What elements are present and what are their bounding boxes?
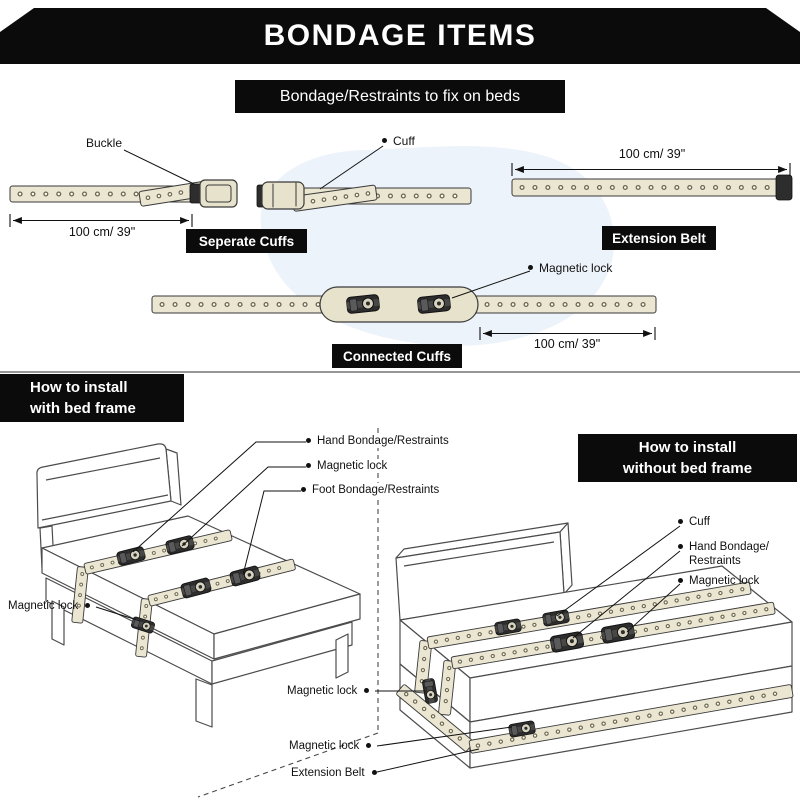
magnetic-lock-bottom-label: Magnetic lock [289, 739, 372, 753]
hand-bondage-label-right: Hand Bondage/ Restraints [678, 540, 785, 569]
magnetic-lock-left-label: Magnetic lock [8, 599, 91, 613]
bullet-icon [371, 770, 377, 775]
leader-lines [95, 145, 681, 773]
bullet-icon [306, 438, 311, 443]
mattress-straps [396, 581, 794, 754]
bullet-icon [306, 463, 311, 468]
bullet-icon [364, 688, 370, 693]
subtitle-badge: Bondage/Restraints to fix on beds [235, 80, 565, 113]
cuff-label-right: Cuff [678, 515, 710, 529]
connected-cuffs-length: 100 cm/ 39" [533, 337, 601, 351]
bed-straps [71, 529, 296, 658]
cuff-callout-text: Cuff [393, 134, 415, 148]
magnetic-lock-label-right: Magnetic lock [678, 574, 759, 588]
bullet-icon [301, 487, 306, 492]
bullet-icon [85, 603, 91, 608]
cuff-callout-label: Cuff [382, 134, 415, 149]
magnetic-lock-callout-label: Magnetic lock [528, 261, 612, 276]
connected-cuffs-illustration [151, 286, 657, 323]
magnetic-cuff-icon [345, 293, 381, 315]
title-banner: BONDAGE ITEMS [0, 8, 800, 64]
install-without-frame-title-line2: without bed frame [622, 459, 753, 477]
dashed-separator [197, 428, 379, 798]
connected-cuffs-badge: Connected Cuffs [332, 344, 462, 368]
bullet-icon [528, 265, 533, 270]
install-without-frame-title-line1: How to install [638, 439, 737, 457]
measurement-arrows [9, 163, 791, 340]
bullet-icon [678, 578, 683, 583]
magnetic-lock-label: Magnetic lock [306, 459, 391, 474]
cuff-clamp-illustration [256, 181, 305, 210]
bullet-icon [678, 544, 683, 549]
foot-bondage-label: Foot Bondage/Restraints [301, 483, 443, 498]
magnetic-cuff-icon [416, 293, 452, 315]
install-with-frame-title-line1: How to install [30, 379, 128, 397]
separate-cuffs-illustration [9, 179, 238, 208]
magnetic-lock-left2-label: Magnetic lock [287, 684, 370, 698]
page-title: BONDAGE ITEMS [263, 19, 537, 52]
bullet-icon [366, 743, 372, 748]
bullet-icon [382, 138, 387, 143]
buckle-callout-label: Buckle [86, 136, 122, 151]
magnetic-lock-callout-text: Magnetic lock [539, 261, 613, 275]
extension-belt-length: 100 cm/ 39" [618, 147, 686, 161]
bullet-icon [678, 519, 683, 524]
extension-belt-badge: Extension Belt [602, 226, 716, 250]
subtitle-text: Bondage/Restraints to fix on beds [279, 87, 521, 105]
extension-belt-illustration [511, 174, 793, 201]
install-with-frame-badge: How to install with bed frame [0, 374, 184, 422]
hand-bondage-label: Hand Bondage/Restraints [306, 434, 452, 449]
separate-cuffs-badge: Seperate Cuffs [186, 229, 307, 253]
cuff-strap-illustration [256, 181, 472, 212]
install-without-frame-badge: How to install without bed frame [578, 434, 797, 482]
buckle-callout-text: Buckle [86, 136, 123, 150]
install-with-frame-title-line2: with bed frame [30, 399, 136, 417]
separate-cuffs-length: 100 cm/ 39" [68, 225, 136, 239]
buckle-clamp [189, 183, 202, 204]
extension-belt-label: Extension Belt [291, 766, 377, 780]
buckle-illustration [199, 179, 238, 208]
